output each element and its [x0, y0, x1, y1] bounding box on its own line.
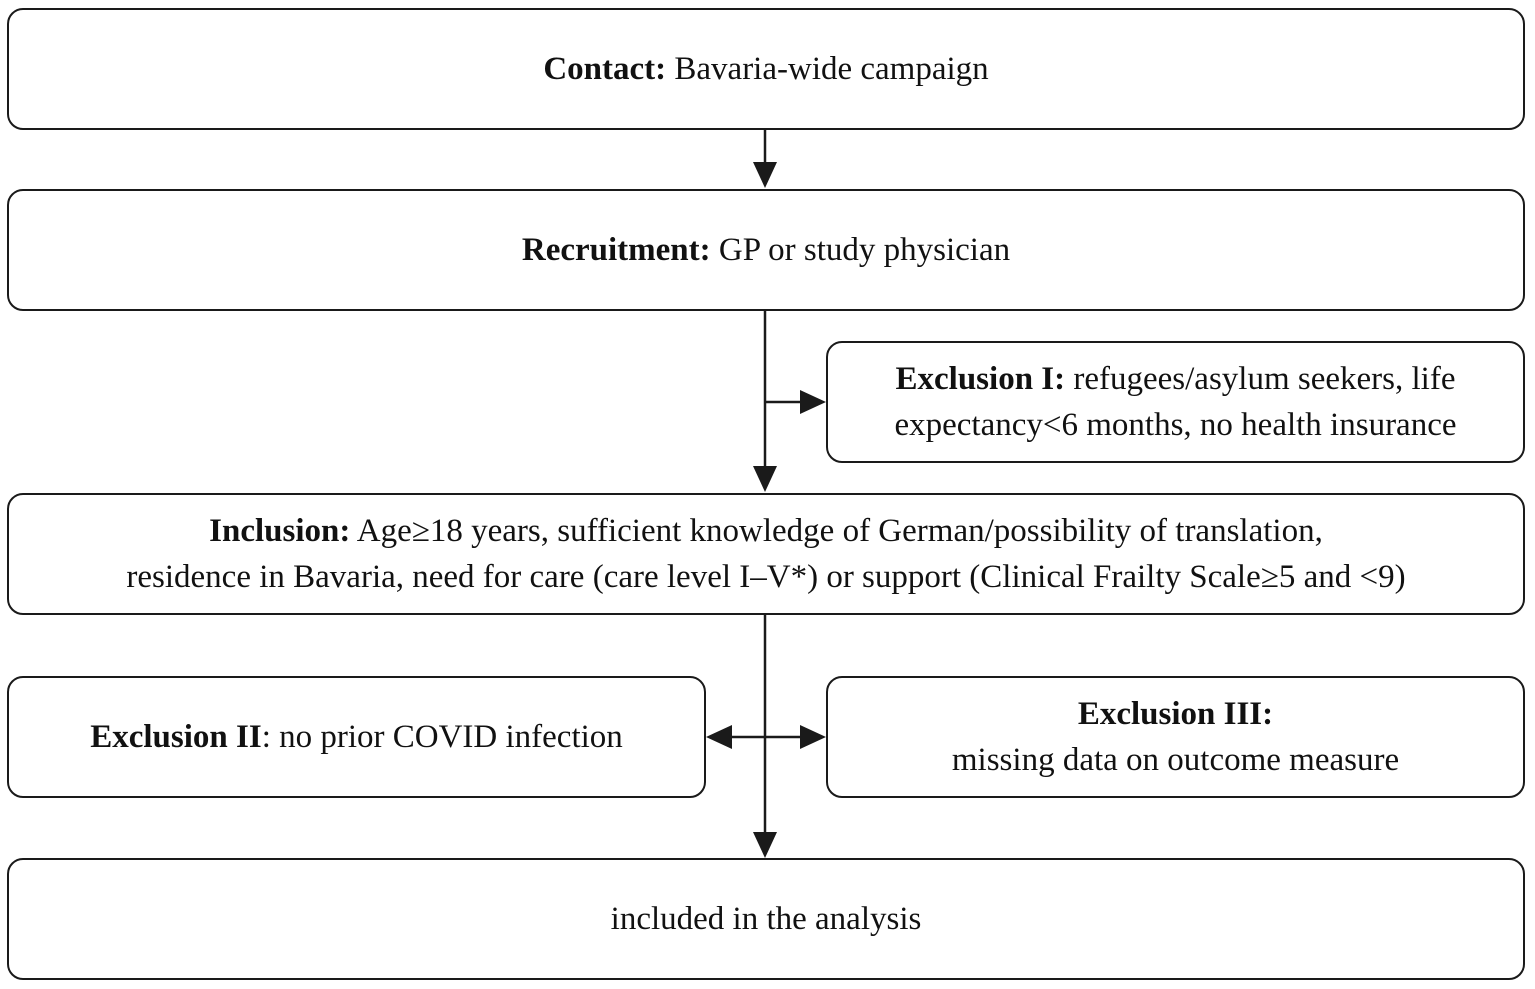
- arrow-contact-to-recruitment: [753, 130, 777, 188]
- exclusion-1-line-2: expectancy<6 months, no health insurance: [894, 407, 1457, 443]
- inclusion-box: Inclusion: Age≥18 years, sufficient know…: [7, 493, 1525, 615]
- recruitment-box: Recruitment: GP or study physician: [7, 189, 1525, 311]
- exclusion-3-value: missing data on outcome measure: [951, 742, 1400, 778]
- exclusion-1-line-1: Exclusion I: refugees/asylum seekers, li…: [896, 356, 1456, 402]
- exclusion-1-box: Exclusion I: refugees/asylum seekers, li…: [826, 341, 1525, 463]
- exclusion-1-text: Exclusion I: refugees/asylum seekers, li…: [894, 356, 1456, 448]
- inclusion-text: Inclusion: Age≥18 years, sufficient know…: [126, 508, 1405, 600]
- exclusion-2-box: Exclusion II: no prior COVID infection: [7, 676, 706, 798]
- exclusion-2-label: Exclusion II: [90, 719, 262, 755]
- inclusion-line-2: residence in Bavaria, need for care (car…: [126, 559, 1406, 595]
- inclusion-line-1: Inclusion: Age≥18 years, sufficient know…: [209, 508, 1323, 554]
- exclusion-1-label: Exclusion I:: [895, 361, 1066, 397]
- analysis-box: included in the analysis: [7, 858, 1525, 980]
- contact-box: Contact: Bavaria-wide campaign: [7, 8, 1525, 130]
- arrow-to-exclusion-2: [706, 725, 765, 749]
- exclusion-2-value: : no prior COVID infection: [261, 719, 623, 755]
- exclusion-3-label: Exclusion III:: [1077, 696, 1274, 732]
- exclusion-2-text: Exclusion II: no prior COVID infection: [90, 714, 623, 760]
- exclusion-1-line-1-text: refugees/asylum seekers, life: [1065, 361, 1456, 397]
- arrow-to-exclusion-3: [765, 725, 826, 749]
- arrow-recruitment-to-inclusion: [753, 311, 777, 492]
- inclusion-line-1-text: Age≥18 years, sufficient knowledge of Ge…: [350, 513, 1323, 549]
- exclusion-3-box: Exclusion III: missing data on outcome m…: [826, 676, 1525, 798]
- recruitment-value: GP or study physician: [710, 232, 1011, 268]
- recruitment-label: Recruitment:: [521, 232, 711, 268]
- exclusion-3-text: Exclusion III: missing data on outcome m…: [952, 691, 1399, 783]
- inclusion-label: Inclusion:: [209, 513, 351, 549]
- contact-label: Contact:: [543, 51, 667, 87]
- analysis-text: included in the analysis: [610, 901, 922, 937]
- arrow-inclusion-to-analysis: [753, 615, 777, 858]
- contact-value: Bavaria-wide campaign: [666, 51, 989, 87]
- contact-text: Contact: Bavaria-wide campaign: [543, 46, 988, 92]
- arrow-to-exclusion-1: [765, 390, 826, 414]
- recruitment-text: Recruitment: GP or study physician: [522, 227, 1010, 273]
